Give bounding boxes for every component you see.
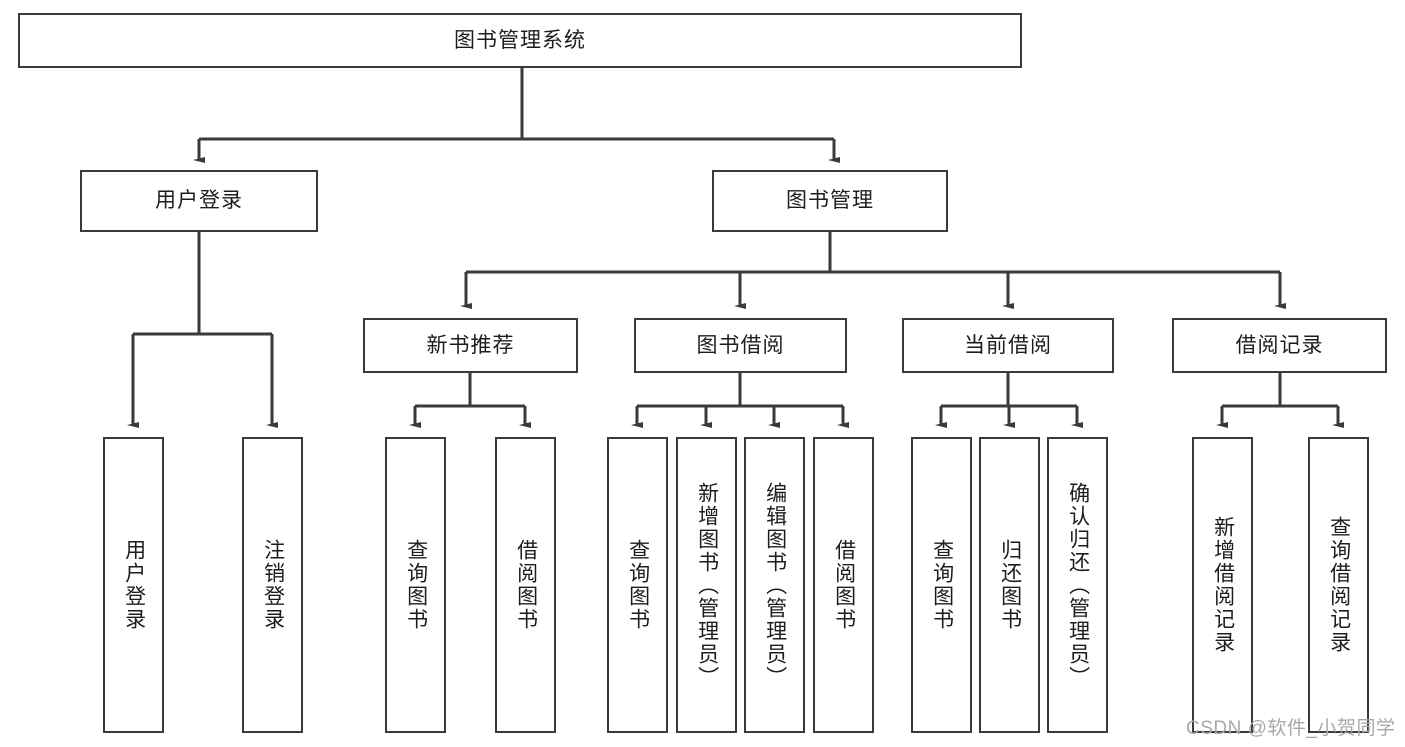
- leaf-book-borrow-4[interactable]: 借阅图书: [813, 437, 874, 733]
- leaf-current-borrow-3-label: 确认归还（管理员）: [1066, 481, 1090, 689]
- leaf-current-borrow-1[interactable]: 查询图书: [911, 437, 972, 733]
- node-root-label: 图书管理系统: [454, 28, 586, 52]
- leaf-book-borrow-3[interactable]: 编辑图书（管理员）: [744, 437, 805, 733]
- node-user-login[interactable]: 用户登录: [80, 170, 318, 232]
- leaf-book-borrow-2[interactable]: 新增图书（管理员）: [676, 437, 737, 733]
- node-user-login-label: 用户登录: [155, 189, 243, 213]
- node-borrow-record[interactable]: 借阅记录: [1172, 318, 1387, 373]
- leaf-current-borrow-2[interactable]: 归还图书: [979, 437, 1040, 733]
- leaf-current-borrow-2-label: 归还图书: [998, 539, 1022, 631]
- node-book-manage[interactable]: 图书管理: [712, 170, 948, 232]
- csdn-watermark: CSDN @软件_小贺同学: [1186, 718, 1396, 739]
- node-new-book-recommend[interactable]: 新书推荐: [363, 318, 578, 373]
- leaf-book-borrow-4-label: 借阅图书: [832, 539, 856, 631]
- node-current-borrow[interactable]: 当前借阅: [902, 318, 1114, 373]
- leaf-new-book-2-label: 借阅图书: [514, 539, 538, 631]
- node-borrow-record-label: 借阅记录: [1235, 333, 1324, 357]
- leaf-borrow-record-2-label: 查询借阅记录: [1327, 516, 1351, 654]
- node-root[interactable]: 图书管理系统: [18, 13, 1022, 68]
- leaf-borrow-record-1[interactable]: 新增借阅记录: [1192, 437, 1253, 733]
- leaf-book-borrow-3-label: 编辑图书（管理员）: [763, 481, 787, 689]
- leaf-borrow-record-1-label: 新增借阅记录: [1211, 516, 1235, 654]
- leaf-book-borrow-1[interactable]: 查询图书: [607, 437, 668, 733]
- node-current-borrow-label: 当前借阅: [964, 333, 1052, 357]
- node-book-borrow[interactable]: 图书借阅: [634, 318, 847, 373]
- node-book-manage-label: 图书管理: [786, 189, 874, 213]
- leaf-new-book-1-label: 查询图书: [404, 539, 428, 631]
- leaf-new-book-2[interactable]: 借阅图书: [495, 437, 556, 733]
- leaf-book-borrow-1-label: 查询图书: [626, 539, 650, 631]
- leaf-book-borrow-2-label: 新增图书（管理员）: [695, 481, 719, 689]
- leaf-new-book-1[interactable]: 查询图书: [385, 437, 446, 733]
- leaf-borrow-record-2[interactable]: 查询借阅记录: [1308, 437, 1369, 733]
- node-book-borrow-label: 图书借阅: [696, 333, 785, 357]
- leaf-user-login-1-label: 用户登录: [122, 539, 146, 631]
- leaf-user-login-2[interactable]: 注销登录: [242, 437, 303, 733]
- leaf-current-borrow-3[interactable]: 确认归还（管理员）: [1047, 437, 1108, 733]
- leaf-user-login-1[interactable]: 用户登录: [103, 437, 164, 733]
- leaf-current-borrow-1-label: 查询图书: [930, 539, 954, 631]
- node-new-book-recommend-label: 新书推荐: [426, 333, 515, 357]
- leaf-user-login-2-label: 注销登录: [261, 539, 285, 631]
